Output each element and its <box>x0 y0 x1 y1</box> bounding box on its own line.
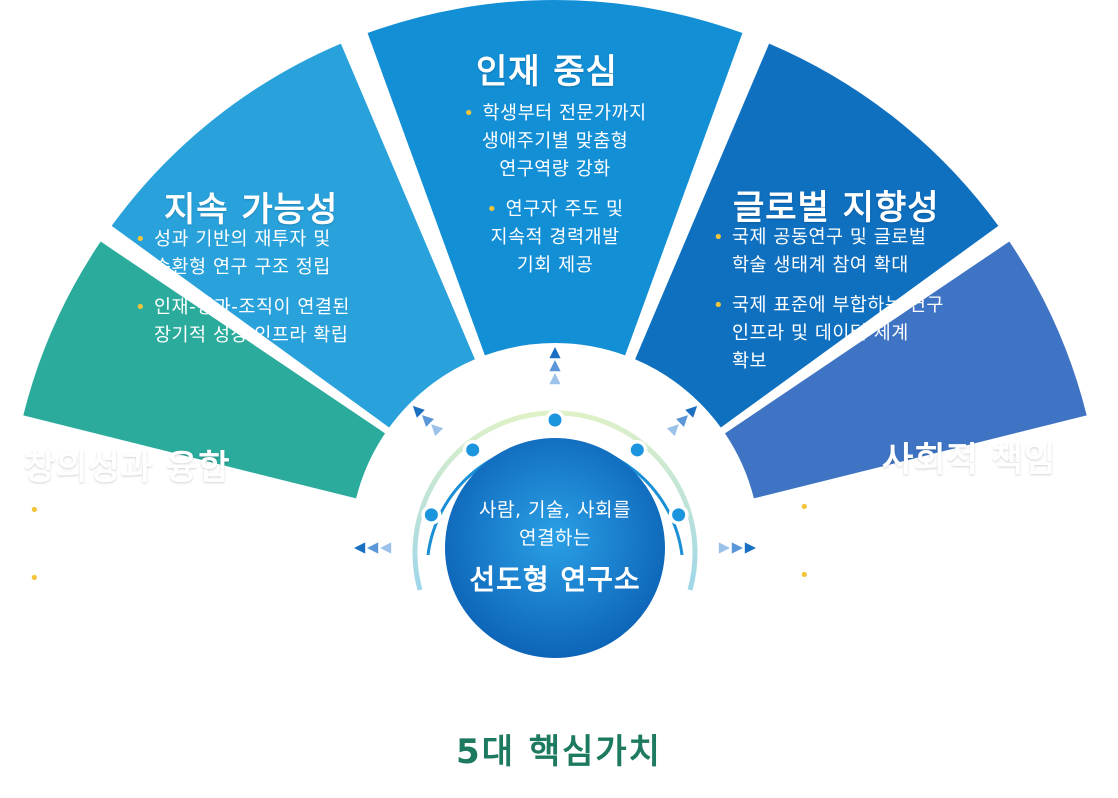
list-item: •성과 기반의 재투자 및 순환형 연구 구조 정립 <box>134 226 454 282</box>
segment-social <box>724 241 1087 499</box>
segment-title-sustainability: 지속 가능성 <box>164 190 339 230</box>
hub-label: 사람, 기술, 사회를 연결하는 선도형 연구소 <box>430 496 680 598</box>
triangle-arrow-icon <box>422 415 434 427</box>
bullet-dot-icon: • <box>713 227 725 248</box>
triangle-arrow-icon <box>549 373 561 385</box>
segment-creativity <box>23 241 386 499</box>
segment-title-social: 사회적 책임 <box>882 440 1057 480</box>
ring-node-core <box>548 413 562 427</box>
triangle-arrow-icon <box>685 405 698 418</box>
bullet-dot-icon: • <box>463 103 475 124</box>
list-item: •학생부터 전문가까지 생애주기별 맞춤형 연구역량 강화 <box>463 103 647 180</box>
bullet-dot-icon: • <box>29 500 41 521</box>
bullet-dot-icon: • <box>29 568 41 589</box>
segment-title-global: 글로벌 지향성 <box>733 188 940 228</box>
ring-node-core <box>424 508 438 522</box>
segment-global <box>635 43 999 428</box>
segment-people <box>367 0 743 356</box>
list-item: •국제 표준에 부합하는 연구 인프라 및 데이터 체계 확보 <box>712 292 1032 376</box>
segment-items-global: •국제 공동연구 및 글로벌 학술 생태계 참여 확대 •국제 표준에 부합하는… <box>712 224 1032 388</box>
footer-title: 5대 핵심가치 <box>456 732 662 772</box>
bullet-dot-icon: • <box>135 297 147 318</box>
triangle-arrow-icon <box>549 360 561 372</box>
bullet-dot-icon: • <box>799 497 811 518</box>
hub-circle <box>445 438 665 658</box>
segment-items-creativity: •분야 간 경계를 넘는 통합 적 연구 설계 •새로운 아이디어 발굴을 위한… <box>28 497 348 633</box>
bullet-dot-icon: • <box>135 229 147 250</box>
bullet-dot-icon: • <box>486 199 498 220</box>
list-item: •새로운 아이디어 발굴을 위한 유연한 연구환경 조성 <box>28 565 348 621</box>
triangle-arrow-icon <box>354 542 366 554</box>
segment-sustainability <box>111 43 475 428</box>
list-item: •인재-성과-조직이 연결된 장기적 성장 인프라 확립 <box>134 294 454 350</box>
triangle-arrow-icon <box>412 405 425 418</box>
segment-title-creativity: 창의성과 융합 <box>24 448 231 488</box>
triangle-arrow-icon <box>731 542 743 554</box>
list-item: •연구성과의 정책화·대중화 · 산업화로 사회환류 실현 <box>798 562 1098 618</box>
list-item: •분야 간 경계를 넘는 통합 적 연구 설계 <box>28 497 348 553</box>
triangle-arrow-icon <box>367 542 379 554</box>
hub-main-label: 선도형 연구소 <box>469 563 641 596</box>
triangle-arrow-icon <box>666 424 679 437</box>
bullet-dot-icon: • <box>799 565 811 586</box>
triangle-arrow-icon <box>549 347 561 359</box>
segment-items-people: •학생부터 전문가까지 생애주기별 맞춤형 연구역량 강화 •연구자 주도 및 … <box>415 100 695 292</box>
segment-items-social: •공공의료 및 국민건강 향상 을 위한 연구지향성 •연구성과의 정책화·대중… <box>798 494 1098 630</box>
ring-node-core <box>672 508 686 522</box>
ring-node-core <box>466 443 480 457</box>
list-item: •공공의료 및 국민건강 향상 을 위한 연구지향성 <box>798 494 1098 550</box>
triangle-arrow-icon <box>718 542 730 554</box>
segment-title-people: 인재 중심 <box>476 52 618 92</box>
list-item: •연구자 주도 및 지속적 경력개발 기회 제공 <box>486 199 624 276</box>
triangle-arrow-icon <box>744 542 756 554</box>
triangle-arrow-icon <box>676 415 688 427</box>
triangle-arrow-icon <box>380 542 392 554</box>
bullet-dot-icon: • <box>713 295 725 316</box>
segment-items-sustainability: •성과 기반의 재투자 및 순환형 연구 구조 정립 •인재-성과-조직이 연결… <box>134 226 454 362</box>
triangle-arrow-icon <box>431 424 444 437</box>
hub-line-2: 연결하는 <box>519 527 591 549</box>
ring-node-core <box>630 443 644 457</box>
hub-line-1: 사람, 기술, 사회를 <box>478 499 632 521</box>
list-item: •국제 공동연구 및 글로벌 학술 생태계 참여 확대 <box>712 224 1032 280</box>
